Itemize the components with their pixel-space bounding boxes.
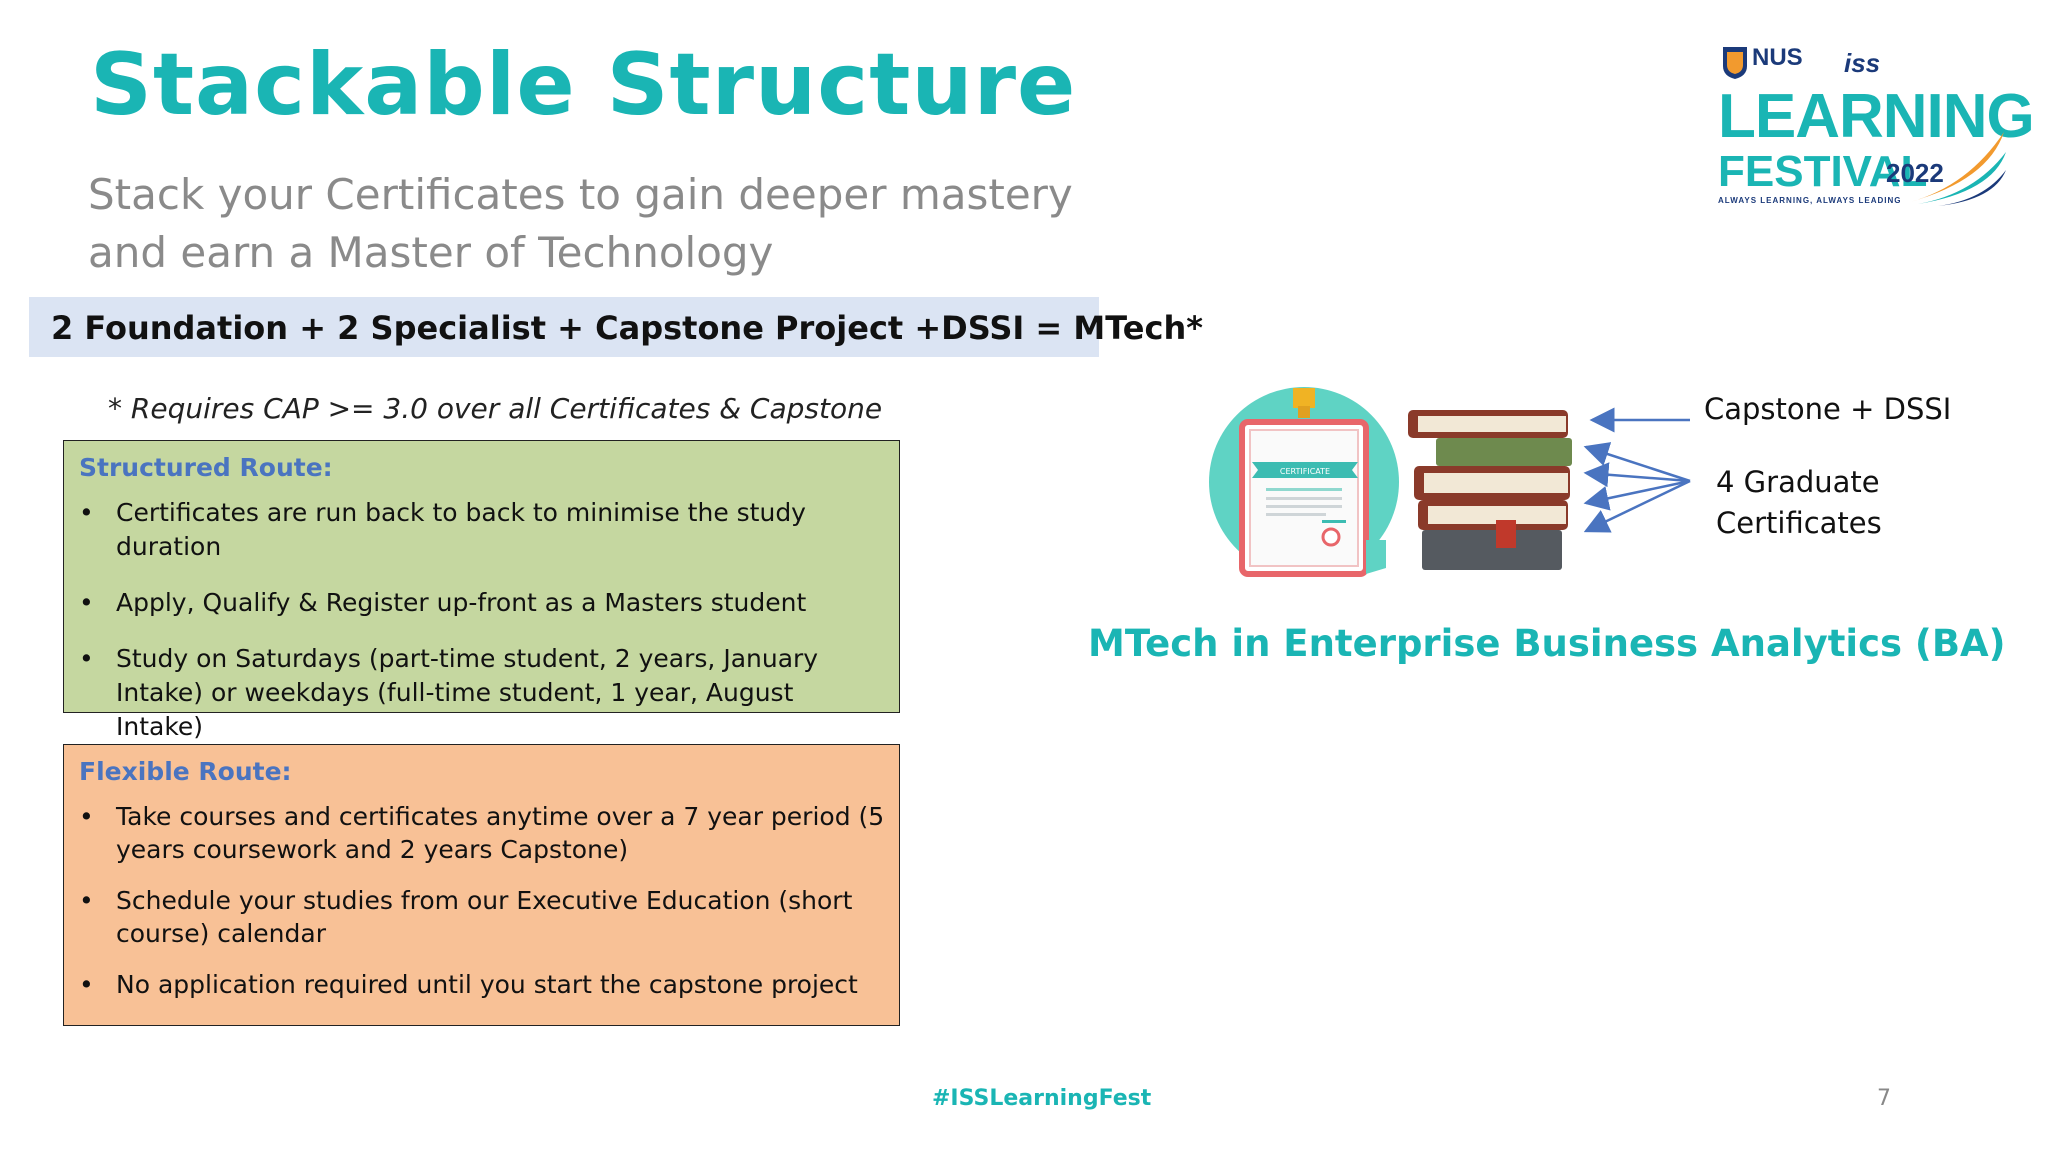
list-item: •No application required until you start… xyxy=(79,970,858,999)
bullet-glyph: • xyxy=(79,886,94,915)
structured-route-box: Structured Route: •Certificates are run … xyxy=(63,440,900,741)
arrow-to-certificate-4 xyxy=(1583,479,1691,533)
arrow-to-certificate-1 xyxy=(1583,442,1691,483)
list-item: •Schedule your studies from our Executiv… xyxy=(79,886,853,948)
capstone-dssi-label: Capstone + DSSI xyxy=(1704,392,1952,426)
flexible-route-title: Flexible Route: xyxy=(79,757,292,786)
graduate-certificates-label: 4 Graduate Certificates xyxy=(1716,462,1956,544)
certificate-books-illustration: CERTIFICATE xyxy=(1209,387,1572,577)
certs-label-line-2: Certificates xyxy=(1716,506,1882,540)
list-item: •Study on Saturdays (part-time student, … xyxy=(79,644,819,741)
list-item: •Certificates are run back to back to mi… xyxy=(79,498,806,561)
formula-banner: 2 Foundation + 2 Specialist + Capstone P… xyxy=(29,297,1203,357)
structured-route-title: Structured Route: xyxy=(79,453,333,482)
nus-wordmark: NUS xyxy=(1752,44,1803,71)
structured-route-list: •Certificates are run back to back to mi… xyxy=(79,496,885,744)
subtitle-line-2: and earn a Master of Technology xyxy=(88,228,774,277)
flexible-route-box: Flexible Route: •Take courses and certif… xyxy=(63,744,900,1026)
bullet-glyph: • xyxy=(79,588,94,617)
cap-requirement-note: * Requires CAP >= 3.0 over all Certifica… xyxy=(108,392,883,425)
learning-festival-logo: NUS iss LEARNING FESTIVAL 2022 ALWAYS LE… xyxy=(1718,44,2035,214)
slide-title: Stackable Structure xyxy=(90,35,1077,135)
subtitle-line-1: Stack your Certificates to gain deeper m… xyxy=(88,170,1073,219)
event-hashtag: #ISSLearningFest xyxy=(932,1086,1152,1111)
logo-festival: FESTIVAL xyxy=(1718,147,1928,196)
page-number: 7 xyxy=(1877,1086,1891,1111)
list-item: •Take courses and certificates anytime o… xyxy=(79,802,885,864)
certificate-icon: CERTIFICATE xyxy=(1209,387,1399,577)
slide-subtitle: Stack your Certificates to gain deeper m… xyxy=(88,166,1188,282)
logo-swoosh-icon xyxy=(1910,132,2006,206)
certificate-ribbon-text: CERTIFICATE xyxy=(1280,467,1330,476)
flexible-route-list: •Take courses and certificates anytime o… xyxy=(79,800,885,1001)
books-stack-icon xyxy=(1408,410,1572,570)
list-item: •Apply, Qualify & Register up-front as a… xyxy=(79,586,885,620)
bullet-glyph: • xyxy=(79,802,94,831)
nus-crest-icon xyxy=(1723,47,1747,79)
diagram-arrows xyxy=(1583,407,1691,533)
iss-wordmark: iss xyxy=(1844,48,1881,78)
certs-label-line-1: 4 Graduate xyxy=(1716,465,1880,499)
logo-learning: LEARNING xyxy=(1718,82,2035,151)
bullet-glyph: • xyxy=(79,644,94,673)
logo-year: 2022 xyxy=(1886,158,1944,188)
bullet-glyph: • xyxy=(79,498,94,527)
logo-tagline: ALWAYS LEARNING, ALWAYS LEADING xyxy=(1718,196,1902,205)
arrow-to-certificate-2 xyxy=(1583,462,1691,488)
bullet-glyph: • xyxy=(79,970,94,999)
mtech-programme-name: MTech in Enterprise Business Analytics (… xyxy=(1088,622,2006,665)
arrow-to-certificate-3 xyxy=(1583,479,1691,511)
